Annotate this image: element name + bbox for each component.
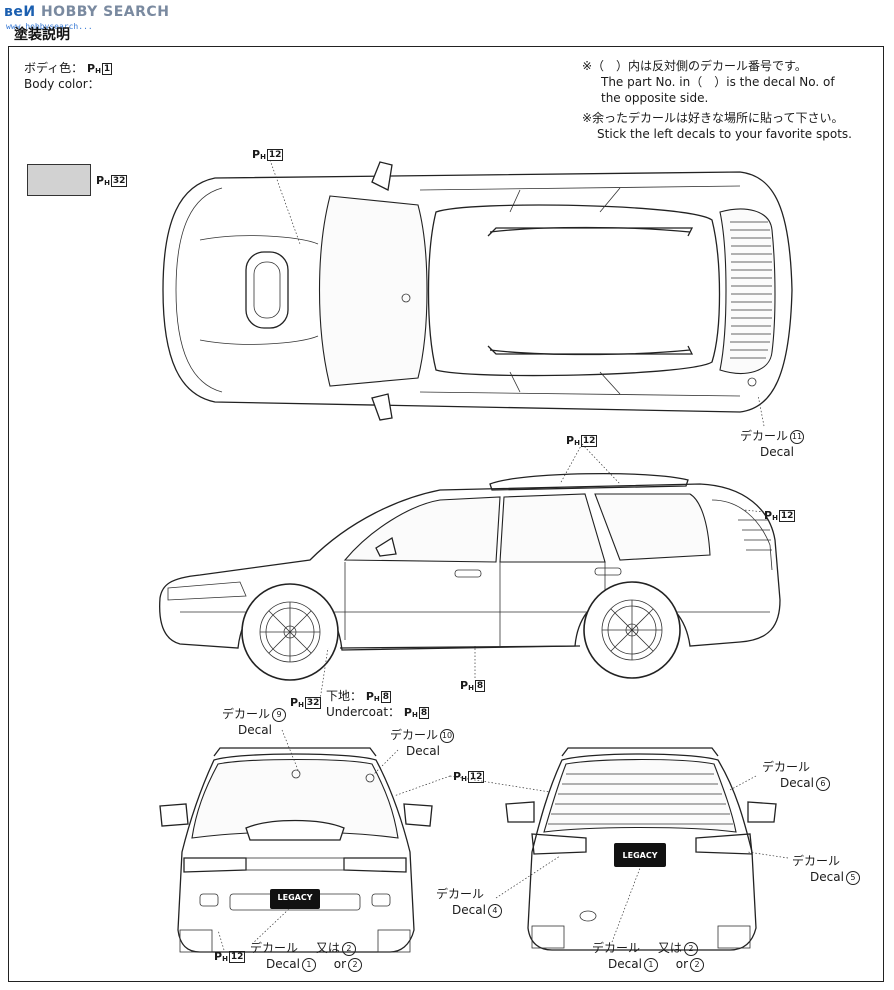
rear-decal-b-jp: デカール bbox=[792, 854, 841, 868]
rear-decal-c-jp: デカール bbox=[436, 887, 485, 901]
note-1-en-b: the opposite side. bbox=[601, 91, 709, 105]
watermark-sub: www.hobbysearch... bbox=[6, 22, 93, 31]
top-rear-decal-en: Decal bbox=[760, 445, 794, 459]
page-title: 塗装説明 bbox=[14, 27, 70, 43]
watermark-logo: веИ HOBBY SEARCH bbox=[4, 4, 169, 20]
rear-decal-a-jp: デカール bbox=[762, 760, 811, 774]
watermark-cn: веИ bbox=[4, 4, 36, 20]
leader-lines bbox=[217, 159, 789, 951]
body-color-swatch bbox=[27, 164, 91, 196]
front-plate: LEGACY bbox=[277, 893, 313, 902]
body-color-label-en: Body color： bbox=[24, 77, 100, 91]
rear-plate: LEGACY bbox=[622, 851, 658, 860]
front-decal-a-en: Decal bbox=[238, 723, 272, 737]
car-side-view bbox=[159, 472, 781, 681]
car-rear-view bbox=[505, 747, 777, 951]
note-1-jp: ※（ ）内は反対側のデカール番号です。 bbox=[582, 59, 807, 73]
note-1-en-a: The part No. in（ ）is the decal No. of bbox=[601, 75, 835, 89]
car-top-view bbox=[162, 161, 793, 421]
diagram-frame bbox=[8, 46, 884, 982]
watermark-en: HOBBY SEARCH bbox=[40, 4, 170, 20]
note-2-en: Stick the left decals to your favorite s… bbox=[597, 127, 852, 141]
car-front-view bbox=[159, 747, 433, 953]
note-2-jp: ※余ったデカールは好きな場所に貼って下さい。 bbox=[582, 111, 844, 125]
front-decal-b-en: Decal bbox=[406, 744, 440, 758]
